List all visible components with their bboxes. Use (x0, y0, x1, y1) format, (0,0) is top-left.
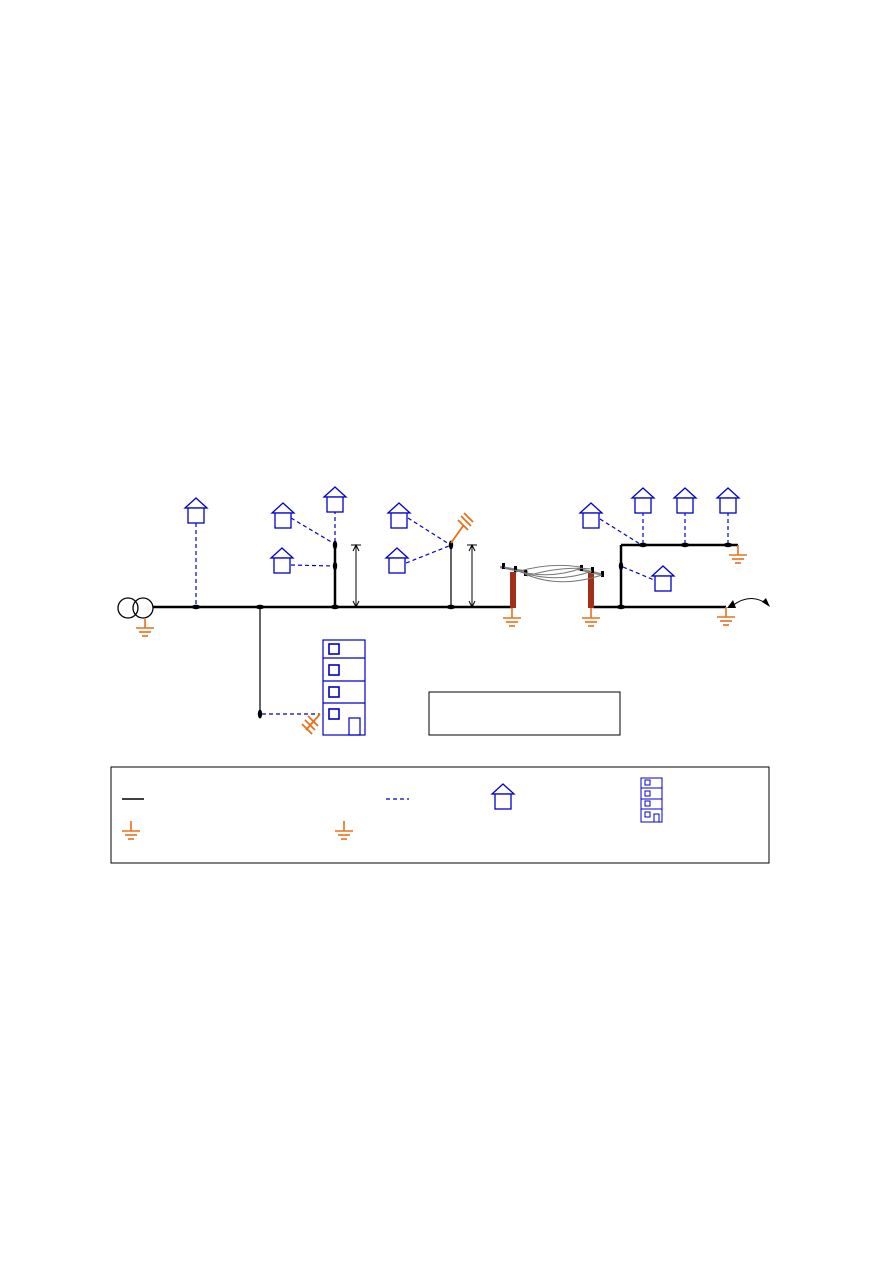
cable-joint-icon (191, 604, 201, 610)
house-icon (323, 486, 347, 513)
service-drop-line (599, 518, 641, 545)
service-drop-line (290, 517, 334, 544)
legend-box (110, 766, 770, 864)
service-drop-line (405, 545, 450, 564)
pole-earth-icon (581, 607, 601, 627)
house-icon (385, 547, 409, 574)
dimension-arrow (351, 543, 361, 609)
house-icon (579, 502, 603, 529)
cable-joint-icon (332, 561, 338, 571)
cable-joint-icon (618, 561, 624, 571)
dimension-arrow (467, 543, 477, 609)
cable-joint-icon (332, 540, 338, 550)
cable-joint-icon (680, 542, 690, 548)
house-icon (270, 547, 294, 574)
transformer-earth-icon (135, 617, 155, 637)
house-icon (387, 502, 411, 529)
foundation-earth-icon (301, 713, 321, 735)
house-icon (271, 502, 295, 529)
feeder-end-earth-icon (716, 606, 736, 626)
service-drop-line (407, 517, 450, 545)
house-icon (184, 497, 208, 524)
pole-earth-icon (502, 607, 522, 627)
house-icon (631, 487, 655, 514)
foundation-earth-icon (450, 512, 474, 544)
apartment-building-icon (322, 639, 366, 736)
continuation-arrow-icon (727, 598, 770, 608)
annotation-box (428, 691, 621, 736)
service-drop-line (622, 566, 655, 581)
legend-apartment-icon (640, 777, 663, 823)
cable-joint-icon (257, 709, 263, 719)
overhead-conductors (503, 564, 603, 583)
house-icon (651, 565, 675, 592)
transformer-icon (117, 597, 154, 619)
cable-joint-icon (723, 542, 733, 548)
house-icon (673, 487, 697, 514)
service-drop-line (290, 564, 334, 567)
branch-end-earth-icon (728, 544, 748, 564)
house-icon (716, 487, 740, 514)
cable-joint-icon (638, 542, 648, 548)
